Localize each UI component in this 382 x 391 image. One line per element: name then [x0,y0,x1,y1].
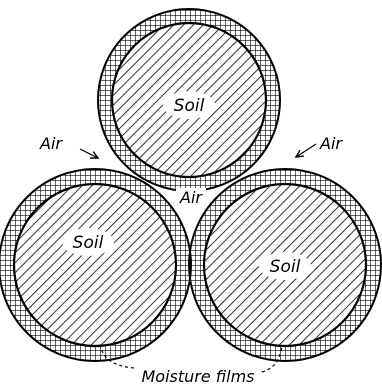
soil-label-right: Soil [270,257,301,277]
air-label-center: Air [179,188,203,207]
soil-label-top: Soil [174,96,205,116]
air-arrow-right [296,144,316,157]
soil-particle-left [14,184,176,346]
air-label-left: Air [39,134,63,153]
air-arrow-left [80,149,98,158]
soil-label-left: Soil [73,233,104,253]
moisture-films-label: Moisture films [142,367,255,386]
air-label-right: Air [319,134,343,153]
